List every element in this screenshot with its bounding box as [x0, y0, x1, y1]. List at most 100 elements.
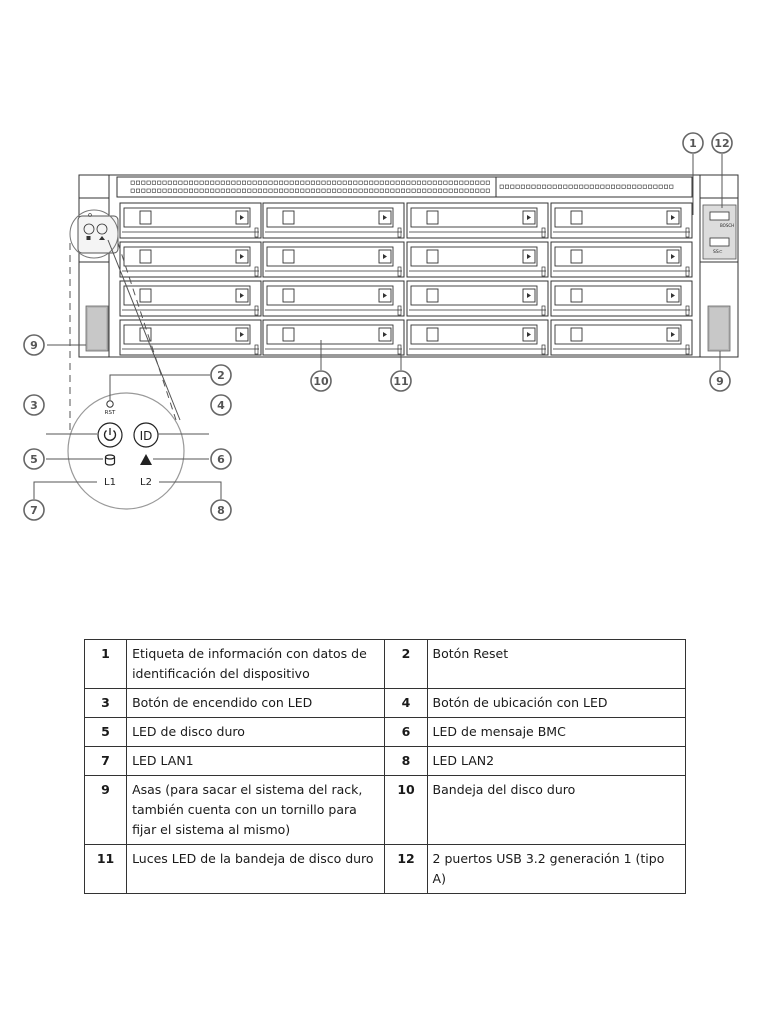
vent-hole	[226, 188, 231, 193]
vent-hole	[422, 188, 427, 193]
vent-hole	[520, 184, 525, 189]
callout-3: 3	[23, 394, 45, 416]
vent-hole	[379, 188, 384, 193]
vent-hole	[438, 188, 443, 193]
vent-hole	[226, 180, 231, 185]
vent-hole	[385, 188, 390, 193]
vent-hole	[162, 188, 167, 193]
drive-tray	[550, 202, 693, 239]
vent-hole	[199, 180, 204, 185]
vent-hole	[321, 180, 326, 185]
power-button	[97, 422, 123, 448]
vent-hole	[669, 184, 674, 189]
legend-number: 5	[83, 717, 128, 747]
vent-hole	[279, 188, 284, 193]
handle-right	[707, 305, 731, 352]
vent-hole	[605, 184, 610, 189]
drive-tray	[406, 241, 549, 278]
vent-hole	[363, 188, 368, 193]
legend-description: LED LAN1	[126, 746, 386, 776]
vent-hole	[242, 180, 247, 185]
vent-hole	[247, 188, 252, 193]
vent-hole	[130, 188, 135, 193]
vent-hole	[453, 180, 458, 185]
vent-hole	[563, 184, 568, 189]
brand-text: BOSCH	[720, 223, 734, 228]
vent-hole	[326, 188, 331, 193]
legend-number: 11	[83, 844, 128, 894]
drive-bay-grid	[119, 202, 693, 356]
legend-number: 7	[83, 746, 128, 776]
legend-number: 9	[83, 775, 128, 845]
vent-hole	[353, 180, 358, 185]
vent-hole	[626, 184, 631, 189]
vent-hole	[579, 184, 584, 189]
vent-hole	[648, 184, 653, 189]
vent-hole	[443, 180, 448, 185]
vent-hole	[369, 188, 374, 193]
lan1-label: L1	[104, 477, 116, 488]
vent-hole	[632, 184, 637, 189]
vent-hole	[621, 184, 626, 189]
vent-hole	[252, 188, 257, 193]
vent-hole	[332, 180, 337, 185]
vent-hole	[422, 180, 427, 185]
vent-hole	[568, 184, 573, 189]
vent-hole	[146, 188, 151, 193]
vent-hole	[385, 180, 390, 185]
vent-hole	[273, 180, 278, 185]
legend-number: 8	[384, 746, 428, 776]
vent-hole	[257, 188, 262, 193]
id-label: ID	[140, 429, 153, 443]
vent-hole	[363, 180, 368, 185]
vent-hole	[653, 184, 658, 189]
vent-hole	[411, 180, 416, 185]
callout-number: 9	[30, 339, 38, 352]
vent-hole	[337, 180, 342, 185]
legend-number: 6	[384, 717, 428, 747]
callout-number: 9	[716, 375, 724, 388]
vent-hole	[475, 188, 480, 193]
legend-description: Bandeja del disco duro	[426, 775, 687, 845]
leader-lines	[33, 154, 723, 499]
vent-hole	[427, 188, 432, 193]
callout-5: 5	[23, 448, 45, 470]
legend-description: Asas (para sacar el sistema del rack, ta…	[126, 775, 386, 845]
callout-12: 12	[711, 132, 733, 154]
usb-port-panel: BOSCH SS⊂	[702, 204, 737, 260]
callout-2: 2	[210, 364, 232, 386]
callout-number: 11	[393, 375, 408, 388]
legend-number: 12	[384, 844, 428, 894]
vent-hole	[510, 184, 515, 189]
vent-hole	[459, 180, 464, 185]
vent-hole	[294, 180, 299, 185]
vent-hole	[273, 188, 278, 193]
vent-hole	[342, 188, 347, 193]
vent-hole	[427, 180, 432, 185]
vent-hole	[162, 180, 167, 185]
lan2-label: L2	[140, 477, 152, 488]
vent-hole	[542, 184, 547, 189]
vent-hole	[300, 188, 305, 193]
vent-hole	[432, 180, 437, 185]
vent-hole	[210, 188, 215, 193]
vent-hole	[616, 184, 621, 189]
vent-hole	[136, 188, 141, 193]
callout-number: 2	[217, 369, 225, 382]
vent-hole	[531, 184, 536, 189]
callout-9: 9	[23, 334, 45, 356]
vent-hole	[453, 188, 458, 193]
vent-hole	[263, 188, 268, 193]
callout-4: 4	[210, 394, 232, 416]
vent-hole	[316, 180, 321, 185]
vent-hole	[289, 188, 294, 193]
vent-hole	[459, 188, 464, 193]
vent-hole	[390, 188, 395, 193]
vent-hole	[289, 180, 294, 185]
vent-hole	[406, 188, 411, 193]
vent-hole	[353, 188, 358, 193]
vent-hole	[178, 188, 183, 193]
